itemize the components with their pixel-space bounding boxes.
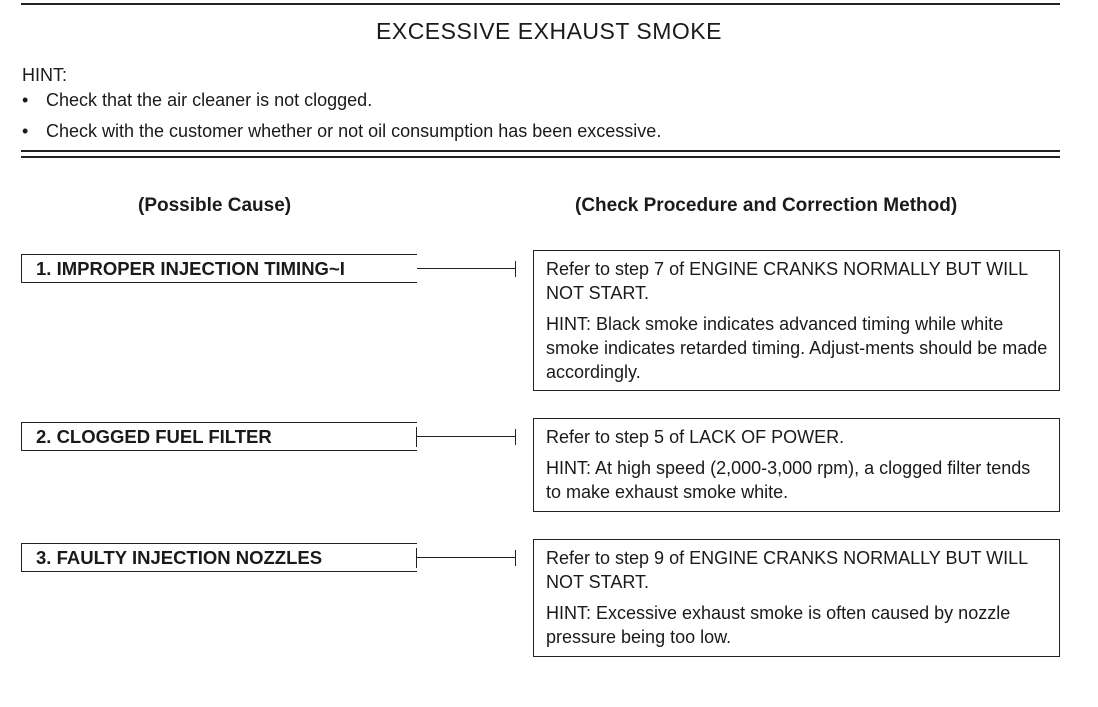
section-divider [21,150,1060,152]
hint-label: HINT: [22,65,67,85]
bullet-dot-icon: • [22,121,29,141]
section-divider [21,156,1060,158]
hint-bullet: • Check with the customer whether or not … [22,121,661,142]
connector-tick [515,550,516,566]
procedure-text: Refer to step 7 of ENGINE CRANKS NORMALL… [546,259,1028,303]
procedure-column-header: (Check Procedure and Correction Method) [575,195,958,216]
hint-bullet: • Check that the air cleaner is not clogg… [22,90,372,111]
hint-bullet-text: Check that the air cleaner is not clogge… [46,90,373,110]
connector-tick [515,429,516,445]
procedure-box-1: Refer to step 7 of ENGINE CRANKS NORMALL… [533,250,1060,391]
procedure-text: Refer to step 5 of LACK OF POWER. [546,427,845,447]
hint-bullet-text: Check with the customer whether or not o… [46,121,662,141]
page-title: EXCESSIVE EXHAUST SMOKE [376,18,722,44]
cause-label: 2. CLOGGED FUEL FILTER [36,426,272,447]
procedure-text: Refer to step 9 of ENGINE CRANKS NORMALL… [546,548,1028,592]
cause-column-header: (Possible Cause) [138,195,292,216]
bullet-dot-icon: • [22,90,29,110]
procedure-hint: HINT: Excessive exhaust smoke is often c… [546,603,1011,647]
cause-box-3: 3. FAULTY INJECTION NOZZLES [21,543,417,572]
top-rule [21,3,1060,5]
procedure-hint: HINT: Black smoke indicates advanced tim… [546,314,1048,382]
cause-label: 3. FAULTY INJECTION NOZZLES [36,547,323,568]
procedure-hint: HINT: At high speed (2,000-3,000 rpm), a… [546,458,1031,502]
connector-line [417,268,515,269]
cause-label: 1. IMPROPER INJECTION TIMING~I [36,258,345,279]
cause-box-2: 2. CLOGGED FUEL FILTER [21,422,417,451]
cause-box-edge [416,427,417,447]
cause-box-edge [416,548,417,568]
procedure-box-2: Refer to step 5 of LACK OF POWER. HINT: … [533,418,1060,512]
connector-tick [515,261,516,277]
procedure-box-3: Refer to step 9 of ENGINE CRANKS NORMALL… [533,539,1060,657]
connector-line [417,436,515,437]
cause-box-1: 1. IMPROPER INJECTION TIMING~I [21,254,417,283]
connector-line [417,557,515,558]
